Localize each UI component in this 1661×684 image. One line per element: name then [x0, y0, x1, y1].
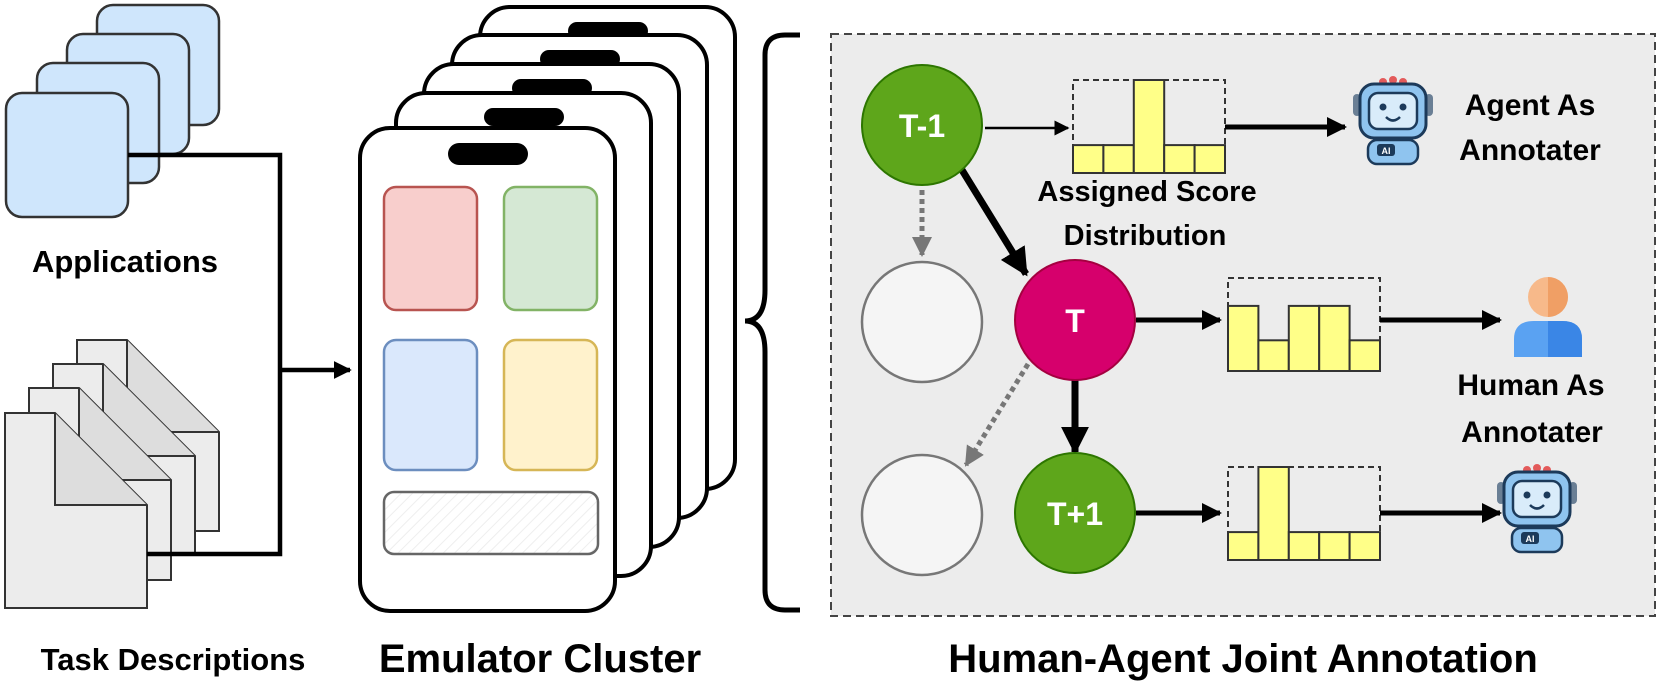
phone-dock-bar	[382, 490, 600, 556]
score-distribution-label-line1: Assigned Score	[1037, 176, 1256, 208]
histogram-bar	[1102, 144, 1135, 175]
hist-arrows	[985, 120, 1222, 523]
node-prev-label: T-1	[899, 108, 945, 144]
applications-label: Applications	[32, 244, 218, 279]
task-descriptions-label: Task Descriptions	[41, 642, 306, 677]
robot-icon: AI	[1497, 464, 1577, 554]
emulator-cluster-label: Emulator Cluster	[379, 637, 701, 681]
robot-ai-badge: AI	[1382, 146, 1391, 156]
curly-brace	[744, 32, 800, 613]
node-empty	[860, 260, 984, 384]
annotator-arrows	[1225, 117, 1502, 523]
node-current: T	[1014, 259, 1136, 381]
node-next: T+1	[1014, 452, 1136, 574]
histogram-bar	[1163, 144, 1196, 175]
emulator-cluster	[358, 5, 737, 613]
input-connector	[128, 152, 352, 557]
phone-notch	[448, 143, 528, 165]
histogram-bar	[1287, 304, 1321, 372]
agent-top-label-line2: Annotater	[1459, 134, 1601, 167]
histogram-bar	[1227, 531, 1260, 561]
app-tile-green	[502, 185, 599, 312]
applications-stack	[4, 3, 221, 219]
app-card	[4, 91, 130, 219]
phone-front	[358, 126, 617, 613]
histogram-bar	[1348, 339, 1381, 372]
histogram-bar	[1227, 304, 1260, 372]
robot-icon: AI	[1353, 76, 1433, 166]
histogram-bar	[1257, 339, 1290, 372]
histogram-bar	[1132, 79, 1166, 174]
node-next-label: T+1	[1047, 496, 1103, 532]
task-documents-stack	[4, 339, 220, 609]
histogram-next	[1227, 466, 1381, 561]
agent-top-label-line1: Agent As	[1465, 89, 1596, 122]
node-empty	[860, 453, 984, 577]
document-icon	[4, 412, 148, 609]
human-label-line2: Annotater	[1461, 416, 1603, 449]
app-tile-yellow	[502, 338, 599, 472]
human-label-line1: Human As	[1457, 369, 1604, 402]
histogram-current	[1227, 277, 1381, 372]
annotation-section-label: Human-Agent Joint Annotation	[948, 637, 1538, 681]
histogram-prev	[1072, 79, 1226, 175]
score-distribution-label-line2: Distribution	[1064, 220, 1227, 252]
human-icon	[1514, 277, 1582, 357]
histogram-bar	[1072, 144, 1105, 175]
histogram-bar	[1287, 531, 1321, 561]
histogram-bar	[1318, 304, 1351, 372]
node-arrows	[912, 168, 1089, 467]
histogram-bar	[1318, 531, 1351, 561]
node-current-label: T	[1065, 303, 1085, 339]
node-prev: T-1	[861, 64, 983, 186]
robot-ai-badge: AI	[1526, 534, 1535, 544]
app-tile-red	[382, 185, 479, 312]
histogram-bar	[1193, 144, 1226, 175]
histogram-bar	[1257, 466, 1290, 561]
app-tile-blue	[382, 338, 479, 472]
histogram-bar	[1348, 531, 1381, 561]
